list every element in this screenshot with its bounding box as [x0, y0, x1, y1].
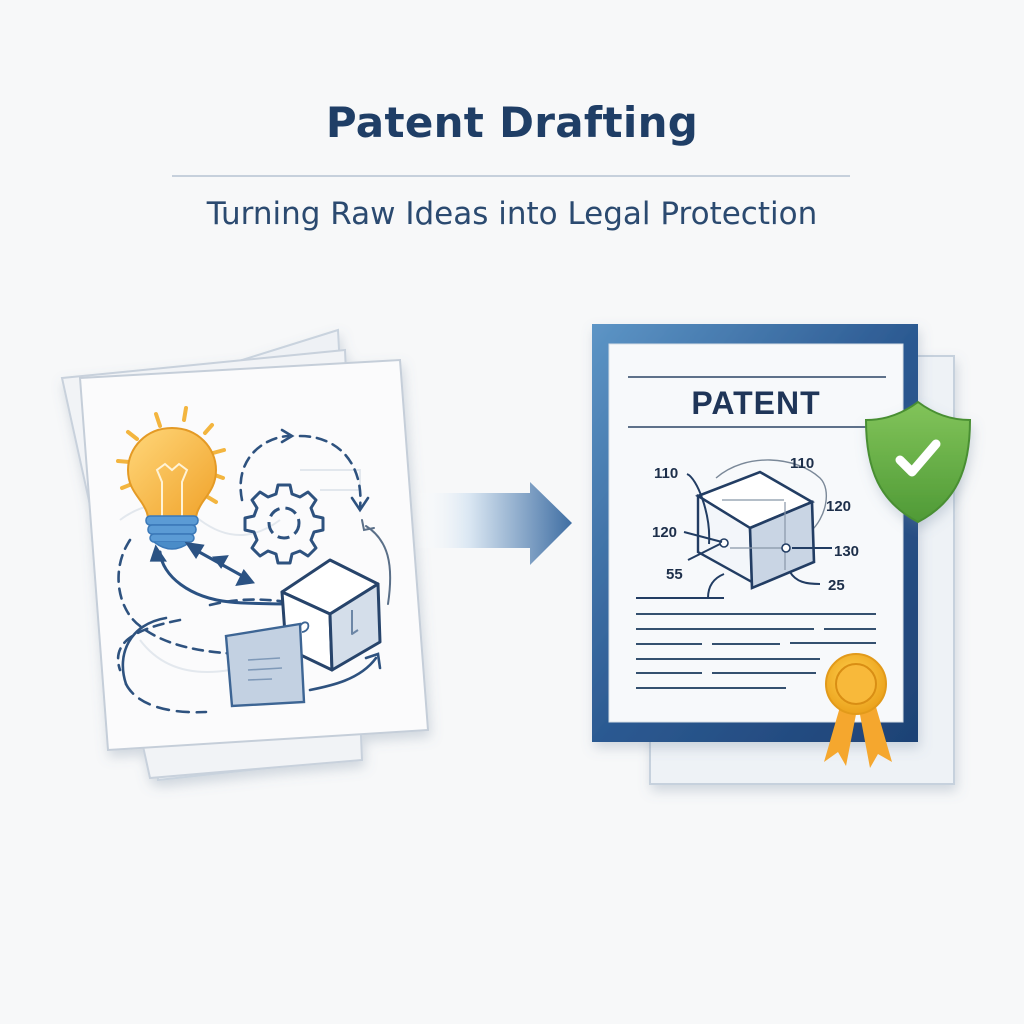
ref-label-130: 130: [834, 543, 859, 560]
patent-drawing: 110 110 120 120 130 55 25: [636, 455, 859, 599]
ref-label-25: 25: [828, 577, 845, 594]
page-subtitle: Turning Raw Ideas into Legal Protection: [206, 196, 818, 232]
page-title: Patent Drafting: [325, 98, 699, 147]
title-divider: [172, 175, 850, 177]
double-arrow-icon: [149, 541, 302, 606]
award-ribbon-icon: [824, 653, 892, 768]
lightbulb-icon: [116, 406, 226, 550]
gear-icon: [243, 483, 325, 565]
right-arrow-icon: [415, 482, 572, 565]
patent-title: PATENT: [691, 385, 820, 421]
ref-label-110-left: 110: [654, 465, 678, 482]
patent-text-lines: [636, 613, 876, 689]
shield-check-icon: [864, 400, 972, 524]
note-icon: [224, 621, 310, 708]
ref-label-110-right: 110: [790, 455, 814, 472]
sketch-document-stack: [60, 328, 430, 782]
ref-label-120-right: 120: [826, 498, 851, 515]
patent-certificate: PATENT 110 110 120 120: [592, 324, 972, 785]
ref-label-120-left: 120: [652, 524, 677, 541]
ref-label-55: 55: [666, 566, 683, 583]
